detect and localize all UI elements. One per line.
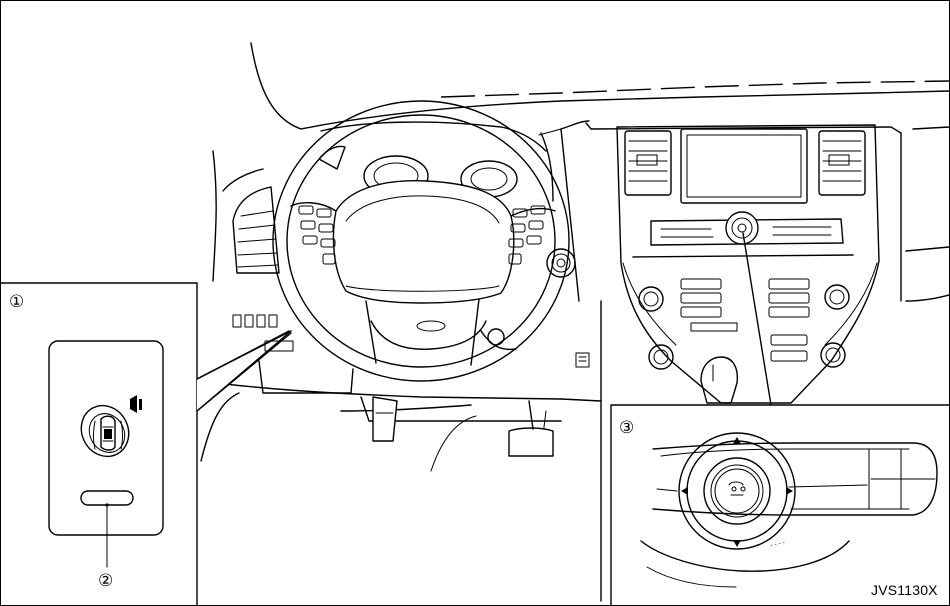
inset-1-camera-switch: ① ② bbox=[1, 282, 198, 605]
figure-code: JVS1130X bbox=[871, 582, 938, 598]
inset-3-leader bbox=[742, 232, 772, 406]
steering-right-switches bbox=[508, 205, 546, 265]
climate-buttons bbox=[680, 278, 810, 362]
multifunction-controller-icon bbox=[678, 432, 796, 550]
svg-text:- - - -: - - - - bbox=[770, 539, 786, 549]
dashboard-outline bbox=[200, 42, 949, 602]
callout-3: ③ bbox=[619, 418, 634, 438]
steering-left-switches bbox=[298, 205, 336, 265]
camera-switch-icon bbox=[80, 404, 130, 458]
inset-3-controller: ③ - - - - bbox=[610, 404, 949, 605]
sound-icon bbox=[130, 395, 142, 413]
inset-1-pointer bbox=[196, 314, 294, 412]
steering-wheel-icon bbox=[272, 100, 570, 382]
indicator-light bbox=[80, 490, 134, 506]
callout-1: ① bbox=[9, 292, 24, 312]
callout-2: ② bbox=[98, 571, 113, 591]
center-stack bbox=[616, 124, 880, 404]
